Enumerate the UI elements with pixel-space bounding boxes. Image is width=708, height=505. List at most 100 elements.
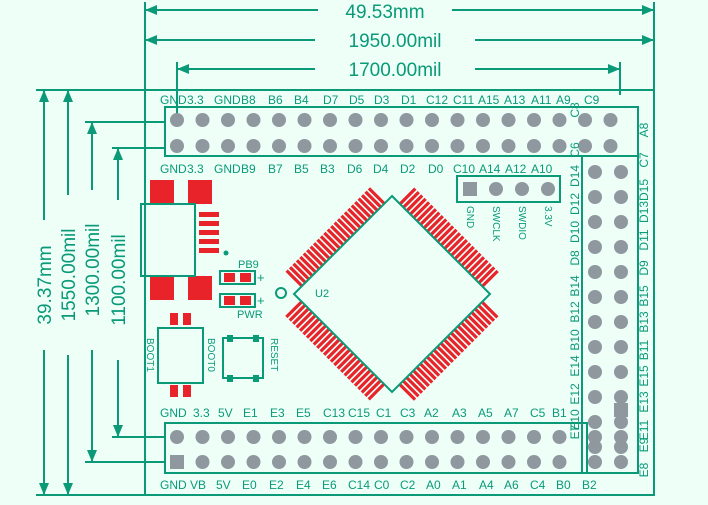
mcu-pin — [367, 187, 386, 206]
right-pad — [588, 340, 602, 354]
top-row1-label: B4 — [294, 93, 309, 107]
right-pad — [588, 215, 602, 229]
right-pad — [588, 190, 602, 204]
bottom-row2-label: C2 — [400, 478, 416, 492]
right-pad — [588, 240, 602, 254]
dim-header-span: 1700.00mil — [349, 60, 442, 81]
top-row1-label: D7 — [323, 93, 339, 107]
swd-pad — [541, 182, 555, 196]
mcu-pin — [439, 228, 458, 247]
right-outer-label: D14 — [568, 165, 582, 187]
right-pad — [614, 215, 628, 229]
mcu-pin — [449, 331, 468, 350]
dim-height-mm: 39.37mm — [35, 245, 56, 324]
mcu-pin — [312, 327, 331, 346]
mcu-pin — [326, 228, 345, 247]
mcu-pin — [460, 249, 479, 268]
dim-header-height: 1100.00mil — [109, 234, 130, 326]
mcu-pin — [350, 204, 369, 223]
bottom-row2-label: E2 — [269, 478, 284, 492]
mcu-pin — [295, 259, 314, 278]
bottom-pad — [374, 455, 388, 469]
mcu-pin — [436, 225, 455, 244]
right-outer-label: C8 — [568, 102, 582, 118]
top-pad — [578, 113, 592, 127]
top-row2-label: 3.3 — [187, 162, 204, 176]
mcu-pin — [470, 310, 489, 329]
bottom-row2-label: A6 — [504, 478, 519, 492]
mcu-pin — [343, 358, 362, 377]
bottom-row1-label: E3 — [270, 406, 285, 420]
bottom-pad — [425, 455, 439, 469]
swd-labels: GND SWCLK SWDIO 3.3V — [464, 206, 553, 242]
bottom-pad — [399, 430, 414, 444]
right-inner-label: D13 — [637, 201, 651, 223]
swd-label: 3.3V — [542, 206, 553, 227]
bottom-row2-label: 5V — [216, 478, 231, 492]
top-pad — [297, 113, 312, 127]
board-outline — [144, 89, 655, 496]
svg-text:+: + — [257, 270, 265, 285]
bottom-row2-label: C0 — [374, 478, 390, 492]
mcu-pin — [364, 379, 382, 398]
right-pad — [588, 455, 602, 469]
top-pad — [221, 113, 235, 127]
mcu-pin — [402, 190, 420, 209]
mcu-pin — [357, 372, 376, 391]
mcu-pin — [316, 238, 335, 257]
swd-label: GND — [464, 206, 475, 228]
dim-inner-height: 1300.00mil — [83, 224, 104, 317]
mcu-pin — [456, 324, 475, 343]
right-pad — [614, 315, 628, 329]
mcu-pin — [477, 266, 496, 285]
mcu-pin — [360, 194, 379, 212]
mcu-pin — [439, 341, 458, 360]
mcu-pin — [364, 190, 383, 209]
mcu-pin — [442, 338, 461, 357]
top-pad — [399, 113, 414, 127]
bottom-row1-label: A3 — [452, 406, 467, 420]
mcu-pin — [323, 231, 342, 250]
right-outer-label: D12 — [568, 193, 582, 215]
bottom-pad — [246, 430, 261, 444]
top-pad — [348, 139, 363, 153]
top-row1-label: 3.3 — [187, 93, 204, 107]
bottom-row1-label: C1 — [376, 406, 392, 420]
top-pad — [246, 113, 261, 127]
dimension-texts: 49.53mm 1950.00mil 1700.00mil 39.37mm 15… — [33, 0, 475, 360]
top-row2-label: B3 — [320, 162, 335, 176]
mcu-pin — [288, 303, 307, 322]
mcu-pin — [319, 235, 338, 254]
mcu-pin — [408, 197, 427, 216]
top-pad — [450, 139, 465, 153]
bottom-row1-label: C15 — [348, 406, 370, 420]
bottom-pad — [297, 430, 312, 444]
right-inner-label: C7 — [637, 152, 651, 168]
bottom-pad — [170, 430, 184, 444]
top-pad — [476, 113, 490, 127]
right-pad — [588, 430, 602, 444]
top-row2-label: A12 — [505, 162, 527, 176]
top-row2-label: A14 — [479, 162, 501, 176]
bottom-row1-label: B1 — [552, 406, 567, 420]
bottom-pad — [323, 455, 337, 469]
top-row1-label: A11 — [531, 93, 552, 107]
mcu-pin — [316, 331, 334, 350]
mcu-pin — [470, 259, 489, 278]
bottom-row1-label: C3 — [400, 406, 416, 420]
swd-label: SWDIO — [516, 206, 527, 240]
top-row1-label: GND — [160, 93, 187, 107]
mcu-pin — [319, 334, 338, 353]
mcu-pin — [398, 187, 417, 206]
reset-label: RESET — [268, 338, 279, 371]
top-pad — [170, 139, 184, 153]
bottom-pad — [501, 455, 516, 469]
bottom-pad — [450, 455, 465, 469]
mcu-footprint: U2 — [275, 187, 499, 401]
dim-width-mil: 1950.00mil — [349, 31, 442, 52]
bottom-row1-label: C13 — [323, 406, 345, 420]
swd-label: SWCLK — [490, 206, 501, 242]
mcu-pin — [322, 338, 341, 356]
mcu-pin — [309, 324, 328, 343]
